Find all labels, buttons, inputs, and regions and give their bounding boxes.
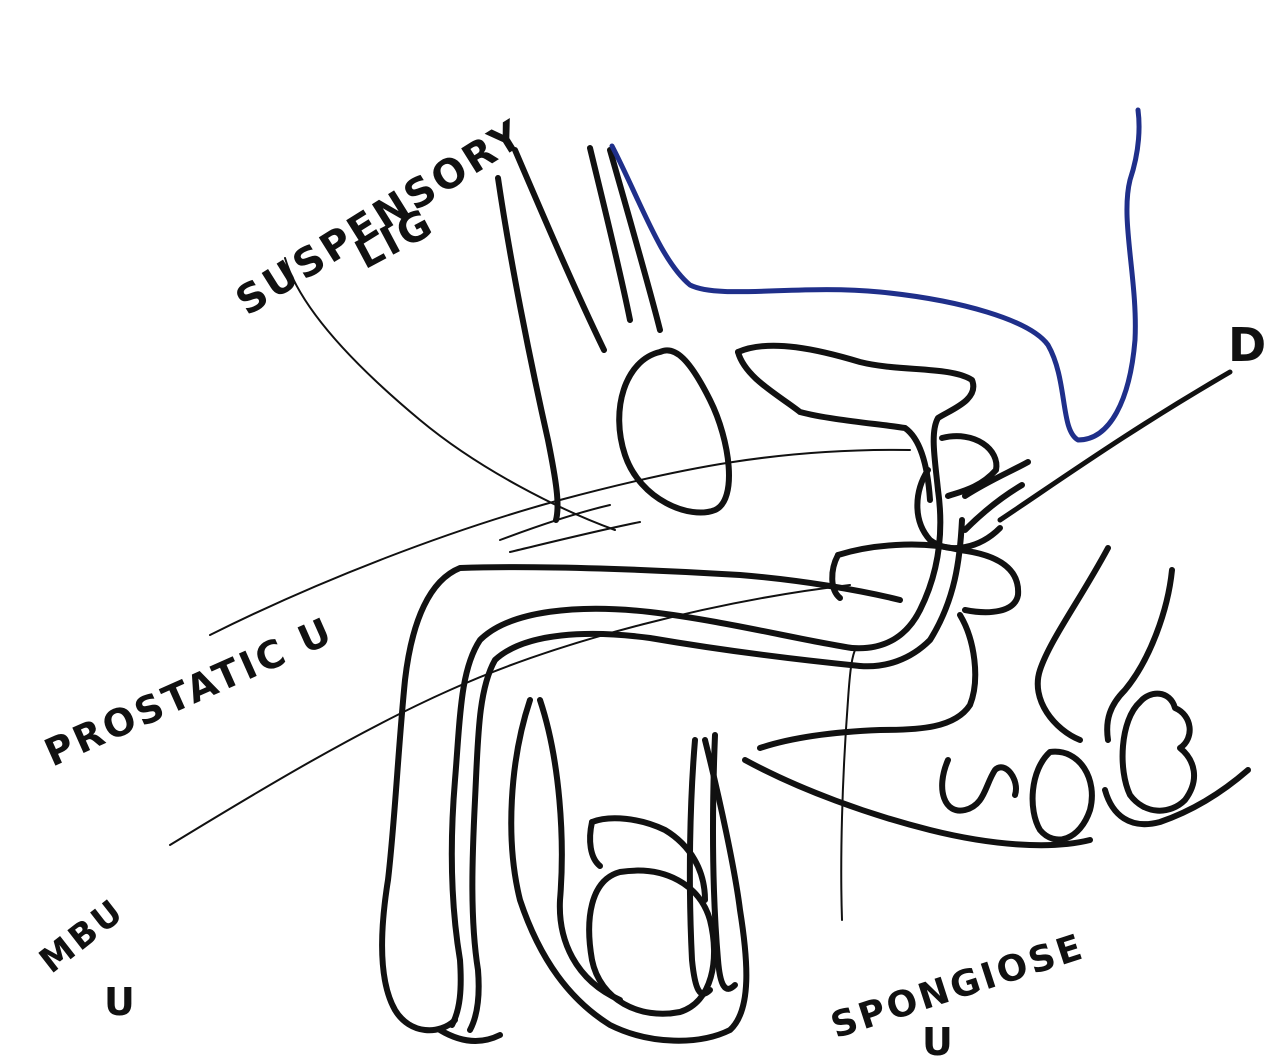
suspensory-ligament (510, 522, 640, 552)
abdominal-wall-line (610, 150, 660, 330)
prostate-lower (838, 545, 1018, 613)
prostate-lobe (942, 436, 996, 496)
rectum-fold (1123, 694, 1194, 811)
d-pointer-line (1000, 372, 1230, 520)
urethra-line (852, 490, 940, 648)
rectum-wall (1038, 548, 1108, 740)
bladder-outline (612, 110, 1139, 440)
prostatic-leader (210, 450, 910, 635)
anal-canal (1033, 752, 1092, 840)
seminal-vesicle (738, 352, 930, 500)
suspensory-leader (285, 258, 615, 530)
spongiose-label-line2: U (922, 1020, 956, 1064)
testis (589, 871, 714, 1014)
seminal-vesicle (738, 346, 973, 490)
prostate-lower (832, 555, 840, 598)
pubic-symphysis (619, 350, 729, 512)
rectum-wall (1107, 570, 1172, 740)
spongiose-leader (841, 648, 856, 920)
epididymis (590, 822, 600, 866)
perineal-loop (942, 760, 1016, 811)
d-marker-label: D (1228, 318, 1269, 372)
abdominal-wall-line (515, 150, 604, 350)
scrotum-outline (540, 700, 620, 1000)
mb-label-line2: U (104, 980, 138, 1024)
